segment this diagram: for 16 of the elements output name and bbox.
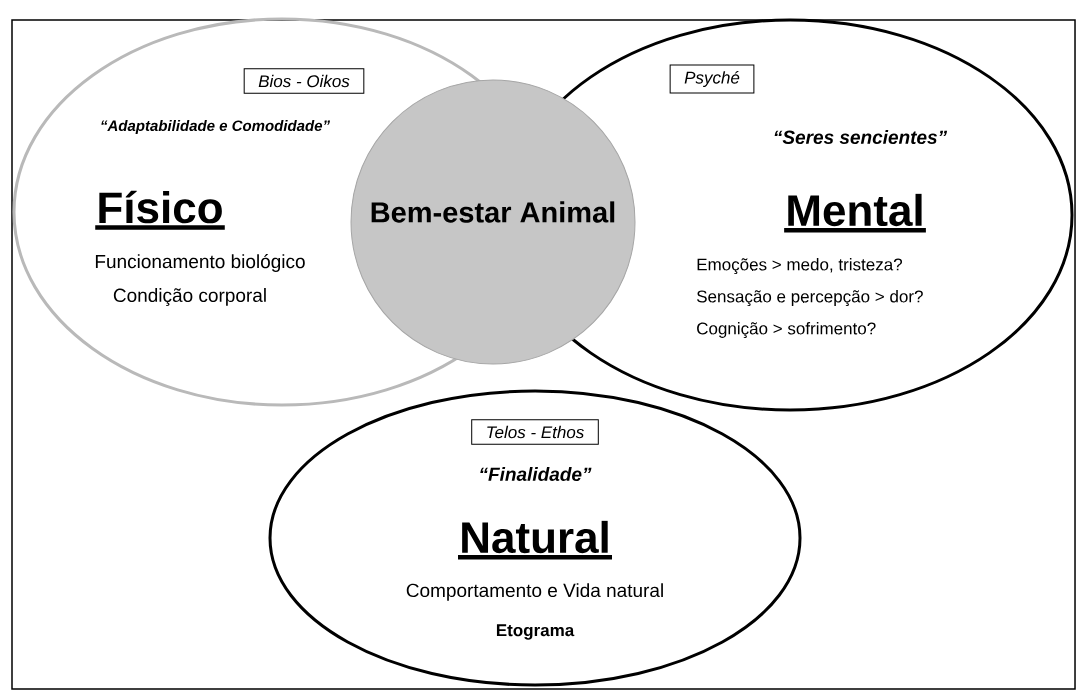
heading: Natural bbox=[458, 520, 612, 560]
label-box: Psyché bbox=[669, 64, 755, 94]
body-text: Funcionamento biológico bbox=[95, 254, 305, 272]
quote-text: “Adaptabilidade e Comodidade” bbox=[101, 120, 330, 134]
body-text: Comportamento e Vida natural bbox=[406, 583, 663, 601]
quote-text: “Finalidade” bbox=[480, 467, 592, 481]
body-text: Etograma bbox=[496, 624, 575, 640]
body-text: Emoções > medo, tristeza? bbox=[697, 258, 902, 274]
label-box: Telos - Ethos bbox=[471, 419, 599, 445]
quote-text: “Seres sencientes” bbox=[774, 130, 948, 144]
heading: Mental bbox=[784, 193, 926, 233]
heading: Físico bbox=[95, 190, 225, 230]
body-text: Sensação e percepção > dor? bbox=[697, 290, 923, 306]
body-text: Condição corporal bbox=[113, 288, 266, 306]
label-box: Bios - Oikos bbox=[243, 68, 365, 94]
body-text: Cognição > sofrimento? bbox=[697, 322, 876, 338]
